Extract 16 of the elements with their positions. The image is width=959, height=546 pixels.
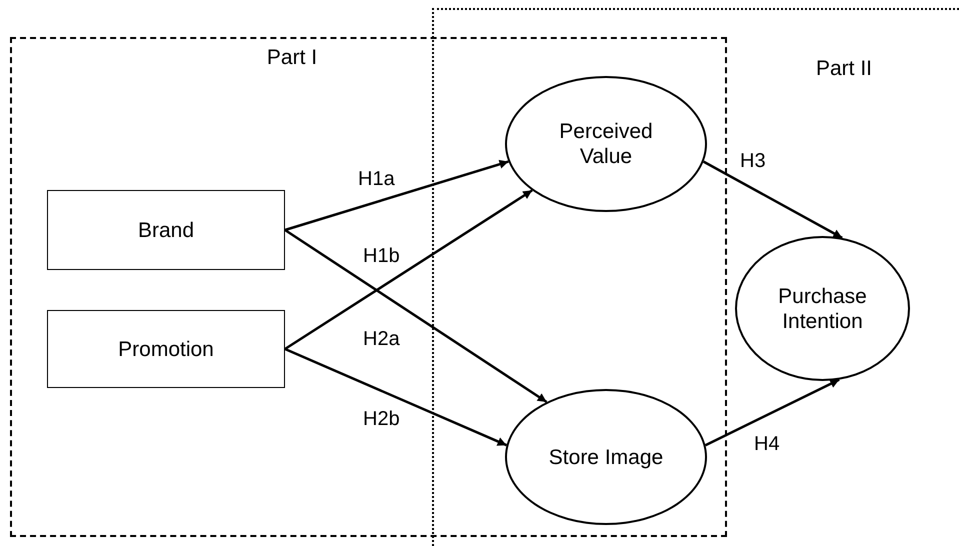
construct-box xyxy=(47,310,285,388)
group-heading: Part I xyxy=(266,45,318,70)
node-label: Store Image xyxy=(548,444,664,470)
node-label: Perceived Value xyxy=(558,119,654,169)
group-frame xyxy=(10,37,727,537)
group-heading: Part II xyxy=(814,56,874,81)
arrow xyxy=(284,348,508,446)
arrow xyxy=(284,189,533,350)
node-label: Purchase Intention xyxy=(777,284,868,334)
arrow xyxy=(704,378,840,446)
arrow xyxy=(284,228,548,404)
node-label: Brand xyxy=(138,218,194,242)
node-label: Promotion xyxy=(118,336,214,362)
arrow xyxy=(284,160,509,232)
arrow xyxy=(702,160,843,239)
construct-box xyxy=(47,190,285,270)
